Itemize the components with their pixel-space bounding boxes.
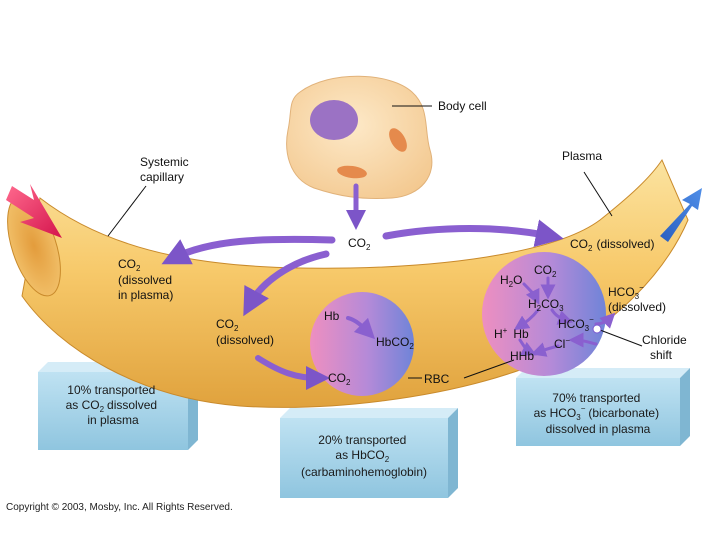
blood-out-arrow [660, 188, 702, 242]
mitochondrion-1 [389, 128, 407, 152]
blood-in-arrow [6, 184, 62, 238]
h-plus-hb-label: H+Hb [494, 326, 529, 341]
hco3-out-label: HCO3− (dissolved) [608, 283, 666, 314]
co2-rbc2-label: CO2 [534, 263, 557, 279]
svg-text:CO2: CO2 [216, 317, 239, 333]
hbco2-label: HbCO2 [376, 335, 414, 351]
cell-nucleus [310, 100, 358, 140]
info-box-right [516, 368, 690, 446]
leader-lines [107, 171, 643, 379]
co2-left-label: CO2 (dissolved in plasma) [118, 257, 173, 302]
co2-center-label: CO2 [348, 236, 371, 252]
hb-label: Hb [324, 309, 340, 323]
copyright-notice: Copyright © 2003, Mosby, Inc. All Rights… [6, 502, 233, 513]
body-cell-label: Body cell [438, 99, 487, 113]
co2-flow-arrows [161, 183, 616, 390]
plasma-label: Plasma [562, 149, 602, 163]
svg-text:(dissolved): (dissolved) [216, 333, 274, 347]
svg-text:CO2(dissolved): CO2(dissolved) [570, 237, 654, 253]
hhb-label: HHb [510, 349, 534, 363]
chloride-shift-dot [592, 324, 602, 334]
rbc-left [310, 292, 414, 396]
body-cell [286, 75, 433, 199]
rbc-label: RBC [424, 372, 450, 386]
co2-mid-label: CO2 (dissolved) [216, 317, 274, 347]
systemic-capillary-label: Systemic capillary [140, 155, 192, 184]
svg-text:CO2: CO2 [118, 257, 141, 273]
svg-text:(dissolved): (dissolved) [608, 300, 666, 314]
info-box-middle-text: 20% transported as HbCO2 (carbaminohemog… [301, 433, 427, 479]
info-box-right-text: 70% transported as HCO3−(bicarbonate) di… [534, 391, 663, 436]
co2-rbc-label: CO2 [328, 371, 351, 387]
svg-text:in plasma): in plasma) [118, 288, 173, 302]
h2co3-label: H2CO3 [528, 297, 564, 313]
co2-right-label: CO2(dissolved) [570, 237, 654, 253]
info-box-middle [280, 408, 458, 498]
h2o-label: H2O [500, 273, 522, 289]
svg-text:(dissolved: (dissolved [118, 273, 172, 287]
cl-minus-label: Cl− [554, 336, 570, 351]
mitochondrion-2 [337, 165, 367, 179]
hco3-inner-label: HCO3− [558, 315, 594, 333]
svg-text:HCO3−: HCO3− [608, 283, 644, 301]
chloride-shift-label: Chloride shift [642, 333, 690, 362]
